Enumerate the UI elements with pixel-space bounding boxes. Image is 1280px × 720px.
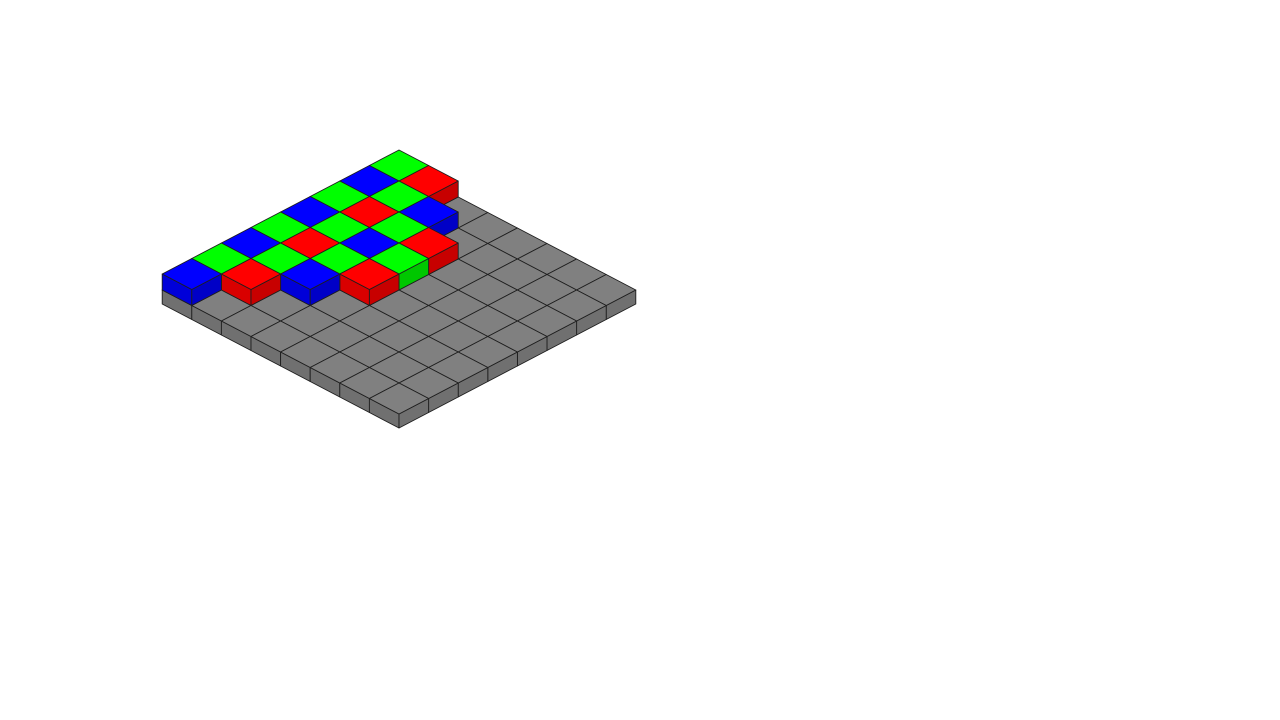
red-filter-cube [220, 258, 282, 306]
filter-face-top [161, 258, 222, 290]
filter-face-top [280, 258, 341, 290]
filter-face-top [220, 258, 282, 290]
filter-face-top [339, 258, 400, 290]
blue-filter-cube [280, 258, 341, 306]
red-filter-cube [339, 258, 400, 306]
color-filter-array [161, 149, 459, 306]
photosite-cell [368, 382, 430, 415]
sensor-base-sides [161, 289, 637, 429]
blue-filter-cube [161, 258, 222, 306]
